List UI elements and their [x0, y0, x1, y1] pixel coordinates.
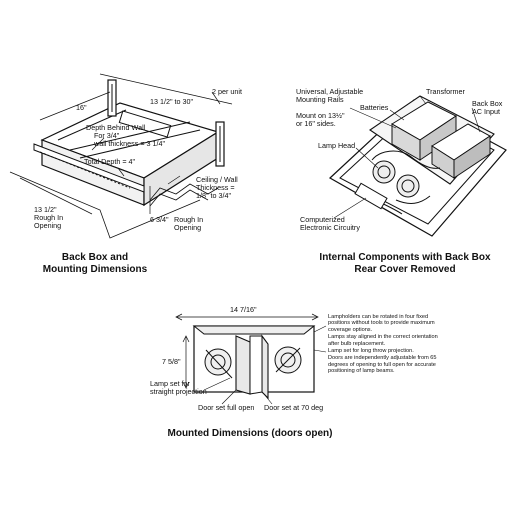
back-box-drawing	[9, 73, 233, 239]
rough-in-right-label-2: Rough In	[174, 215, 204, 224]
mounted-notes: Lampholders can be rotated in four fixed…	[328, 314, 448, 376]
mount-sides-label-1: Mount on 13½"	[296, 111, 345, 120]
internal-caption: Internal Components with Back Box Rear C…	[300, 252, 510, 276]
note-long-throw: Lamp set for long throw projection.	[328, 348, 414, 355]
span-label: 13 1/2" to 30"	[150, 97, 194, 106]
rough-in-left-label-1: 13 1/2"	[34, 205, 57, 214]
rough-in-right-label-3: Opening	[174, 223, 202, 232]
mounted-width-label: 14 7/16"	[230, 305, 257, 314]
internal-caption-line1: Internal Components with Back Box	[319, 252, 491, 263]
depth-label-1: Depth Behind Wall	[86, 123, 146, 132]
mounted-caption: Mounted Dimensions (doors open)	[167, 428, 333, 439]
lamp-straight-label-1: Lamp set for	[150, 379, 190, 388]
note-alignment: Lamps stay aligned in the correct orient…	[328, 334, 438, 347]
lamp-straight-label-2: straight projection	[150, 387, 207, 396]
internal-components-drawing	[328, 95, 507, 237]
circuitry-label-1: Computerized	[300, 215, 345, 224]
back-box-caption: Back Box and Mounting Dimensions	[20, 252, 170, 276]
back-box-caption-line2: Mounting Dimensions	[42, 264, 148, 275]
ceiling-thickness-label-1: Ceiling / Wall	[196, 175, 238, 184]
rails-label-2: Mounting Rails	[296, 95, 344, 104]
back-box-ac-label-1: Back Box	[472, 99, 503, 108]
mounted-height-label: 7 5/8"	[162, 357, 181, 366]
rough-in-left-label-3: Opening	[34, 221, 62, 230]
transformer-label: Transformer	[426, 87, 465, 96]
circuitry-label-2: Electronic Circuitry	[300, 223, 360, 232]
door-70-deg-label: Door set at 70 deg	[264, 403, 324, 412]
ceiling-thickness-label-2: Thickness =	[196, 183, 235, 192]
two-per-unit-label: 2 per unit	[212, 87, 242, 96]
width-16-label: 16"	[76, 103, 87, 112]
rough-in-left-label-2: Rough In	[34, 213, 64, 222]
batteries-label: Batteries	[360, 103, 389, 112]
total-depth-label: Total Depth = 4"	[84, 157, 136, 166]
internal-caption-line2: Rear Cover Removed	[354, 264, 456, 275]
ceiling-thickness-label-3: 1/8" to 3/4"	[196, 191, 232, 200]
note-doors: Doors are independently adjustable from …	[328, 355, 437, 375]
rails-label-1: Universal, Adjustable	[296, 87, 364, 96]
mount-sides-label-2: or 16" sides.	[296, 119, 336, 128]
back-box-ac-label-2: AC Input	[472, 107, 500, 116]
lamp-head-label: Lamp Head	[318, 141, 356, 150]
door-full-open-label: Door set full open	[198, 403, 255, 412]
back-box-caption-line1: Back Box and	[61, 252, 129, 263]
depth-label-2: For 3/4"	[94, 131, 120, 140]
note-rotation: Lampholders can be rotated in four fixed…	[328, 314, 435, 333]
rough-in-right-label-1: 6 3/4"	[150, 215, 169, 224]
depth-label-3: wall thickness = 3 1/4"	[94, 139, 166, 148]
mounted-dimensions-drawing	[175, 313, 327, 405]
